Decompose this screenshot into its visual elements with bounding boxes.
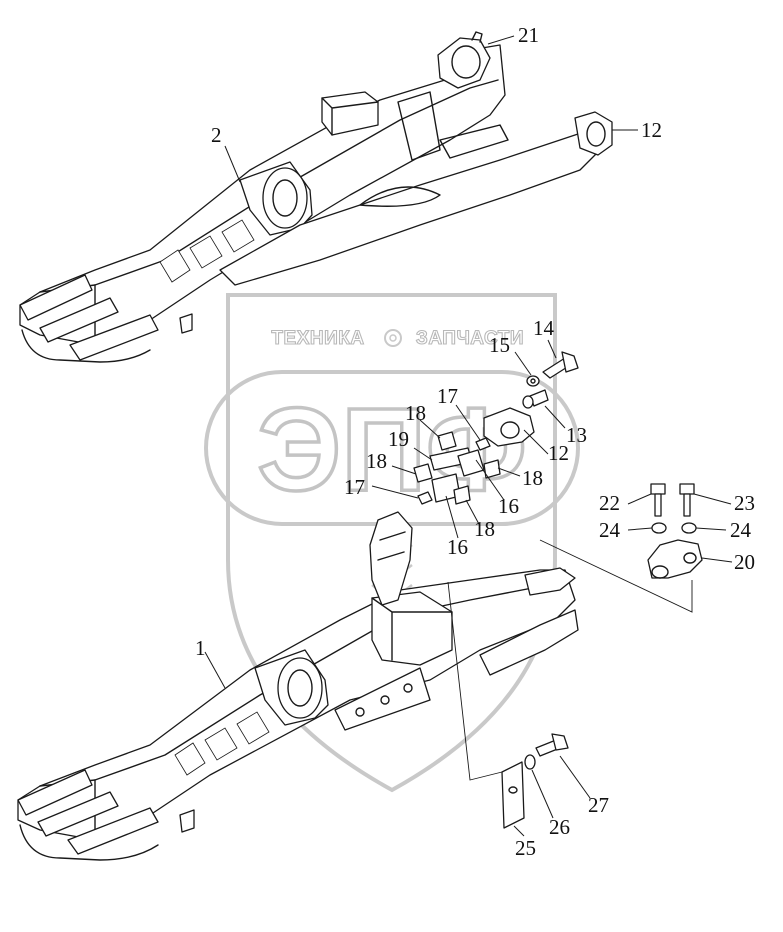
bottom-hardware	[501, 733, 569, 829]
bolt-23	[679, 483, 695, 517]
callout-18-d: 18	[474, 517, 495, 541]
callout-12-lower: 12	[548, 441, 569, 465]
bolt-22	[650, 483, 666, 517]
fitting-13	[522, 389, 549, 409]
callout-18-b: 18	[522, 466, 543, 490]
pin-17-lower	[417, 491, 433, 505]
watermark-right-word: ЗАПЧАСТИ	[416, 328, 524, 349]
callout-labels: 21 2 12 14 15 17 13 18 19 12 18 18 17 16…	[195, 23, 755, 860]
plate-25	[501, 761, 525, 829]
watermark-emblem-letters: ЭПФ	[257, 384, 526, 516]
gear-icon	[384, 329, 402, 347]
callout-12-upper: 12	[641, 118, 662, 142]
callout-20: 20	[734, 550, 755, 574]
right-mount-group	[647, 483, 703, 579]
callout-23: 23	[734, 491, 755, 515]
shim-18-d	[453, 485, 471, 505]
washer-26	[524, 754, 536, 770]
callout-13: 13	[566, 423, 587, 447]
callout-24-left: 24	[599, 518, 621, 542]
callout-18-c: 18	[366, 449, 387, 473]
callout-1: 1	[195, 636, 206, 660]
lower-upright-arm	[369, 511, 413, 606]
callout-27: 27	[588, 793, 609, 817]
callout-15: 15	[489, 333, 510, 357]
washer-24-left	[651, 522, 667, 534]
callout-21: 21	[518, 23, 539, 47]
hardware-group	[413, 351, 579, 505]
callout-17-upper: 17	[437, 384, 458, 408]
leader-lines	[204, 35, 733, 837]
callout-16-b: 16	[447, 535, 468, 559]
pin-17-upper	[475, 437, 491, 451]
callout-19: 19	[388, 427, 409, 451]
washer-24-right	[681, 522, 697, 534]
upper-front-pivot	[574, 111, 613, 156]
washer-15	[526, 375, 540, 387]
callout-24-right: 24	[730, 518, 752, 542]
callout-18-a: 18	[405, 401, 426, 425]
shim-18-a	[437, 431, 457, 451]
shim-18-c	[413, 463, 433, 483]
lower-right-shoe	[479, 609, 579, 676]
callout-2: 2	[211, 123, 222, 147]
callout-26: 26	[549, 815, 570, 839]
callout-16-a: 16	[498, 494, 519, 518]
bolt-27	[535, 733, 569, 757]
watermark-left-word: ТЕХНИКА	[271, 328, 364, 349]
callout-17-lower: 17	[344, 475, 365, 499]
upper-frame-assembly	[19, 31, 613, 363]
callout-22: 22	[599, 491, 620, 515]
watermark: ЭПФ ТЕХНИКА ЗАПЧАСТИ	[204, 293, 580, 793]
callout-14: 14	[533, 316, 555, 340]
upper-pivot-mount	[437, 37, 491, 89]
callout-25: 25	[515, 836, 536, 860]
lower-frame-assembly	[17, 511, 693, 861]
bolt-14	[542, 351, 579, 379]
clamp-20	[647, 539, 703, 579]
